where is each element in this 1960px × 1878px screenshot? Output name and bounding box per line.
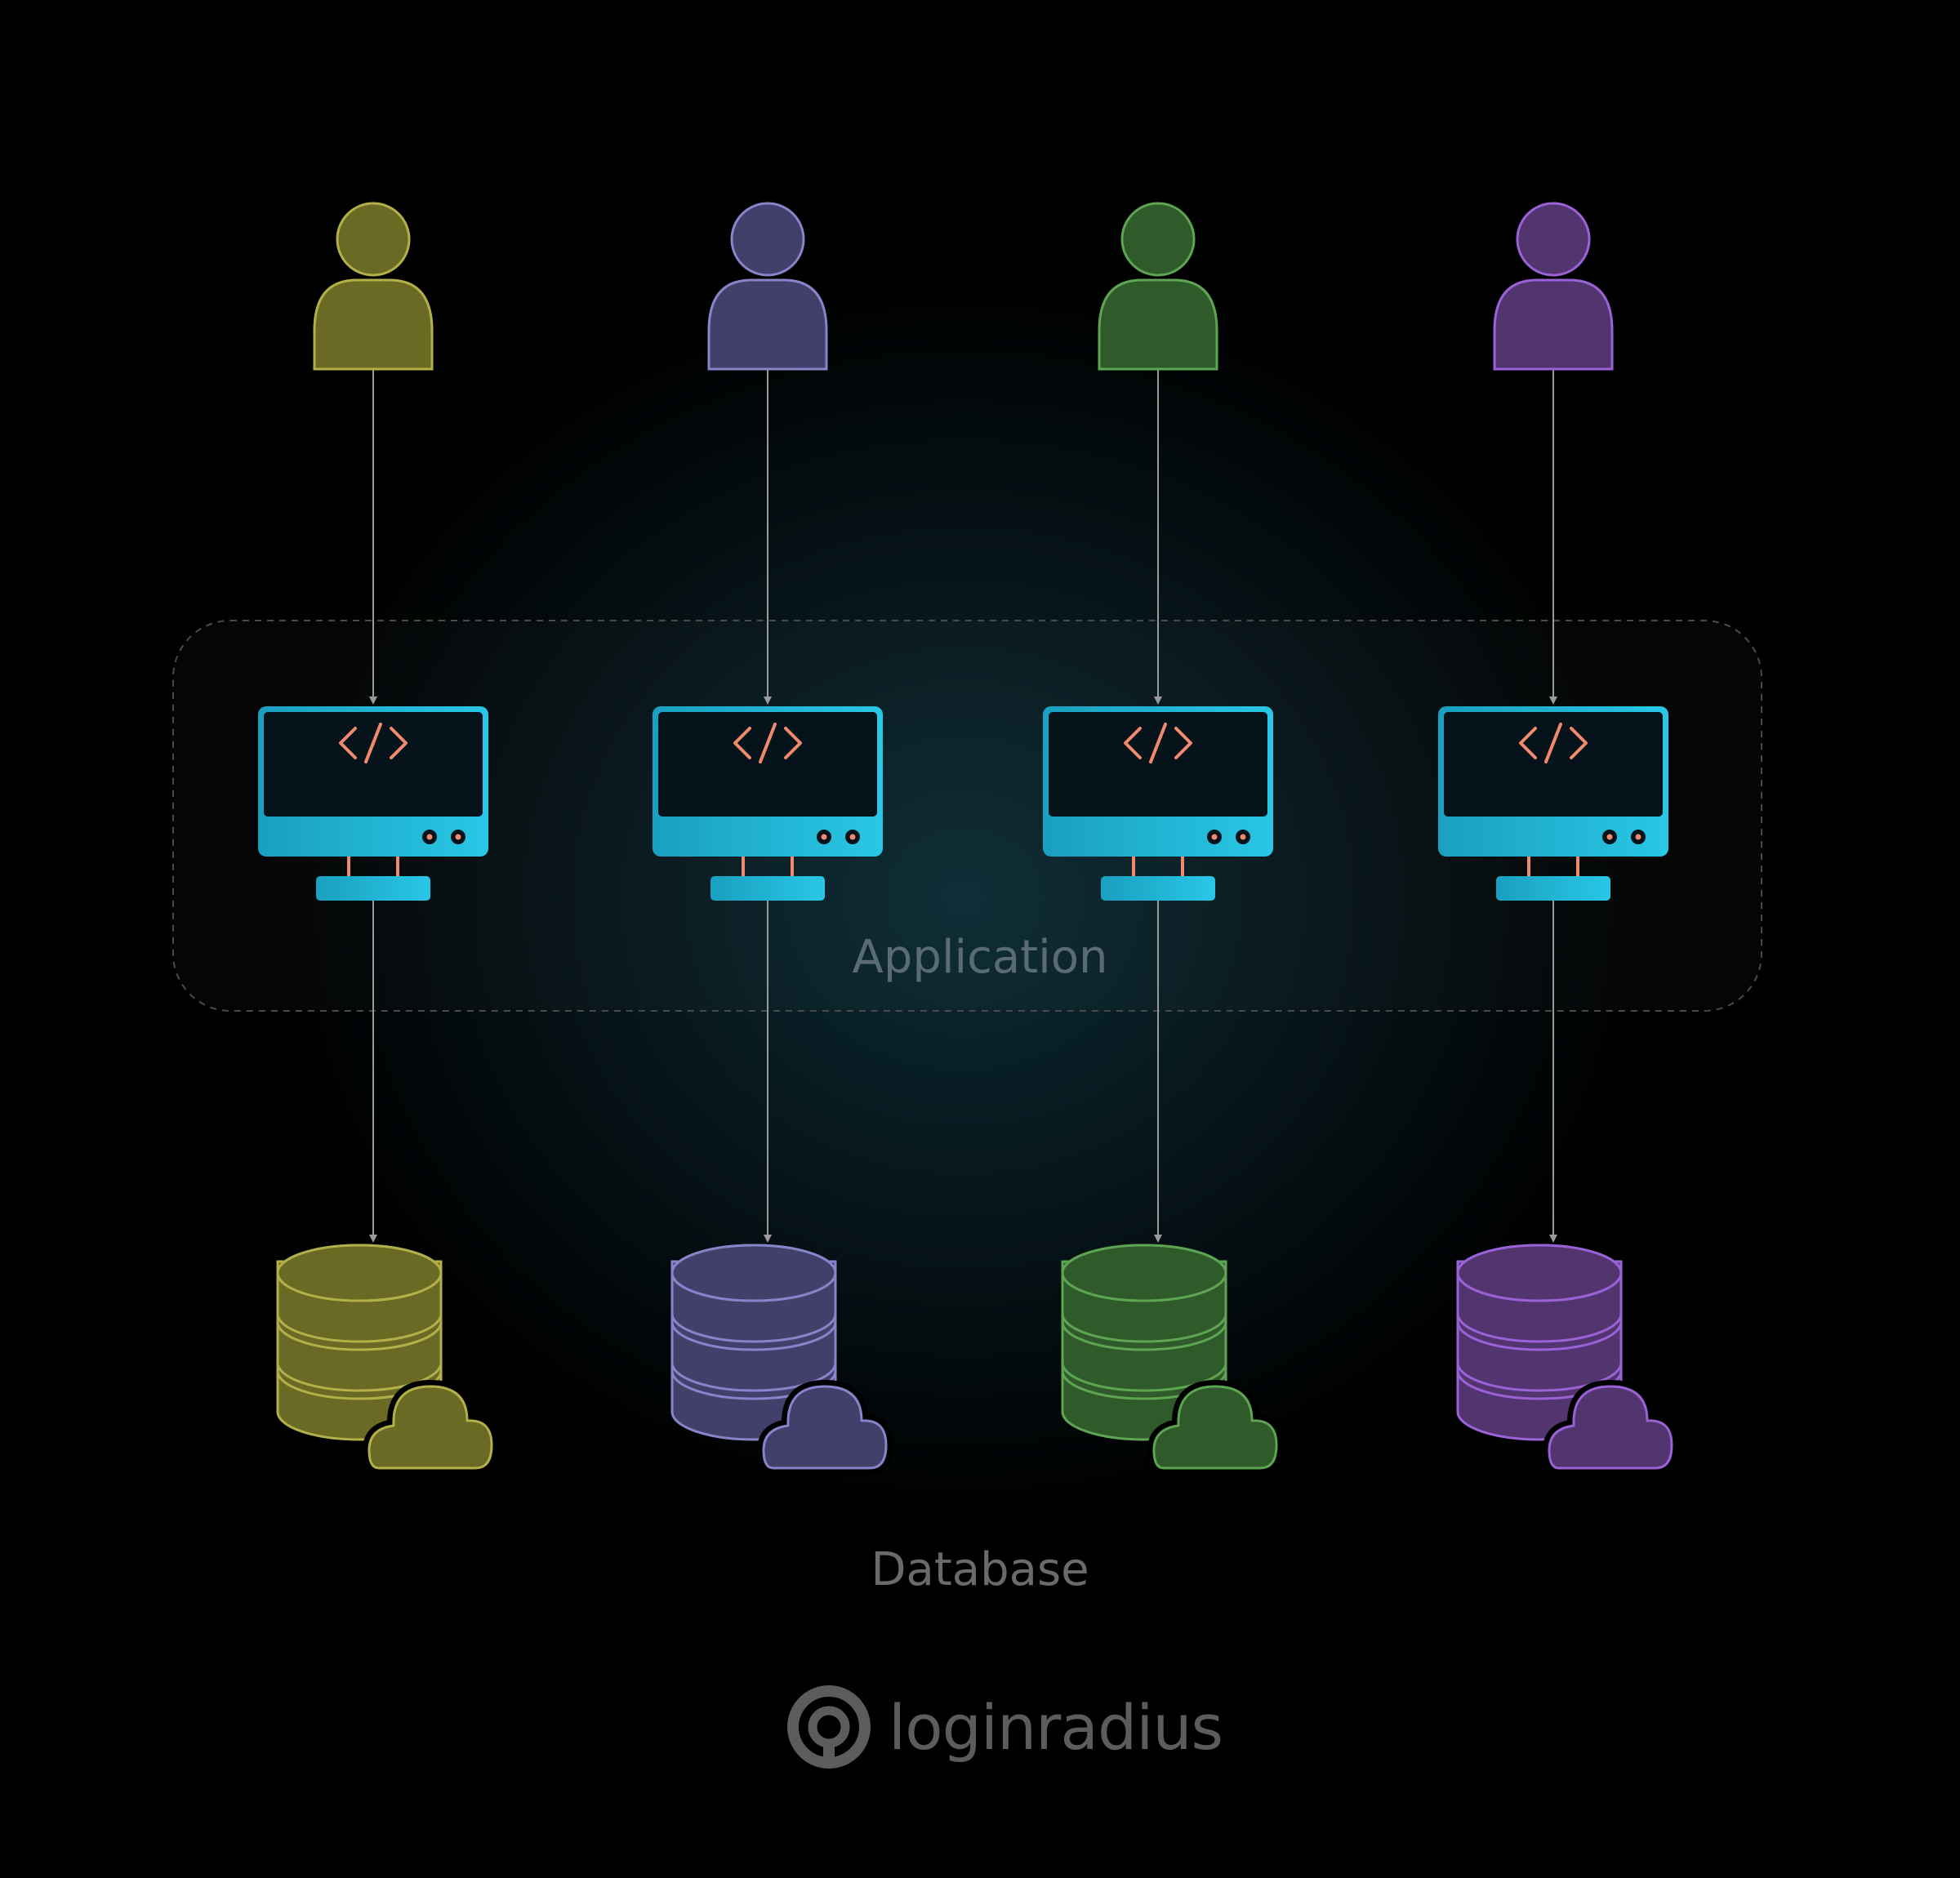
monitor-base xyxy=(1496,876,1610,901)
monitor-screen xyxy=(1049,712,1267,817)
monitor-icon xyxy=(1043,706,1273,901)
user-body xyxy=(1098,278,1218,371)
code-icon xyxy=(1519,723,1588,763)
code-icon xyxy=(339,723,408,763)
user-body xyxy=(707,278,828,371)
user-head xyxy=(730,202,805,277)
loginradius-logo-icon xyxy=(787,1685,871,1769)
loginradius-logo: loginradius xyxy=(784,1682,1223,1772)
user-head xyxy=(1516,202,1591,277)
monitor-screen xyxy=(264,712,483,817)
database-icon xyxy=(670,1244,837,1441)
user-body xyxy=(313,278,434,371)
monitor-screen xyxy=(658,712,877,817)
cloud-icon xyxy=(757,1380,893,1475)
user-icon xyxy=(313,200,434,371)
database-icon xyxy=(276,1244,443,1441)
database-top xyxy=(276,1244,443,1302)
code-icon xyxy=(1124,723,1192,763)
column-2 xyxy=(653,200,893,1475)
application-group-box xyxy=(172,620,1762,1012)
monitor-icon xyxy=(653,706,883,901)
database-icon xyxy=(1061,1244,1227,1441)
user-icon xyxy=(707,200,828,371)
code-icon xyxy=(733,723,802,763)
monitor-screen xyxy=(1444,712,1663,817)
cloud-icon xyxy=(1543,1380,1678,1475)
monitor-icon xyxy=(1438,706,1668,901)
database-top xyxy=(1061,1244,1227,1302)
monitor-icon xyxy=(258,706,488,901)
database-top xyxy=(1456,1244,1623,1302)
column-3 xyxy=(1043,200,1283,1475)
monitor-base xyxy=(316,876,430,901)
application-label: Application xyxy=(852,931,1108,984)
user-icon xyxy=(1098,200,1218,371)
user-head xyxy=(336,202,411,277)
user-head xyxy=(1120,202,1196,277)
cloud-shape xyxy=(368,1385,493,1470)
database-label: Database xyxy=(871,1543,1089,1596)
cloud-icon xyxy=(1147,1380,1283,1475)
user-icon xyxy=(1493,200,1614,371)
user-body xyxy=(1493,278,1614,371)
database-top xyxy=(670,1244,837,1302)
monitor-base xyxy=(1101,876,1215,901)
cloud-shape xyxy=(1548,1385,1673,1470)
cloud-icon xyxy=(363,1380,498,1475)
column-1 xyxy=(258,200,498,1475)
monitor-base xyxy=(710,876,825,901)
cloud-shape xyxy=(762,1385,888,1470)
cloud-shape xyxy=(1152,1385,1278,1470)
logo-text: loginradius xyxy=(889,1690,1223,1764)
column-4 xyxy=(1438,200,1678,1475)
